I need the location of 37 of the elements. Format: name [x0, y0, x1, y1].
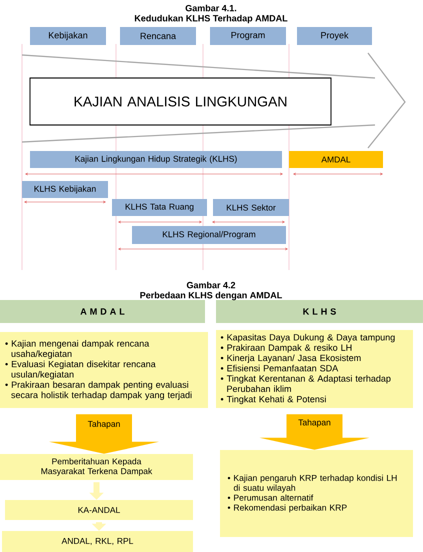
- list-item: • Rekomendasi perbaikan KRP: [228, 504, 347, 512]
- list-item: • Evaluasi Kegiatan disekitar rencana usulan/kegiatan: [5, 360, 156, 380]
- list-item: • Kapasitas Daya Dukung & Daya tampung: [220, 334, 395, 342]
- header-box: Proyek: [297, 27, 372, 45]
- edge-label: Tahapan: [86, 420, 122, 430]
- header-box: Program: [210, 27, 286, 45]
- step-box: KA-ANDAL: [5, 500, 193, 520]
- amdal-box: AMDAL: [289, 151, 383, 168]
- edge-label: Tahapan: [297, 418, 332, 428]
- list-item: • Tingkat Kehati & Potensi: [220, 396, 326, 404]
- section-header: A M D A L: [0, 300, 205, 323]
- section-header: K L H S: [216, 300, 423, 323]
- list-item: • Tingkat Kerentanan & Adaptasi terhadap Perubahan iklim: [220, 375, 390, 392]
- klhs-box: KLHS Tata Ruang: [112, 199, 207, 216]
- klhs-box: Kajian Lingkungan Hidup Strategik (KLHS): [30, 151, 282, 168]
- list-item: • Kajian pengaruh KRP terhadap kondisi LH di suatu wilayah: [228, 474, 397, 493]
- list-item: • Prakiraan besaran dampak penting evaluasi secara holistik terhadap dampak yang terjadi: [5, 381, 192, 400]
- header-box: Kebijakan: [30, 27, 106, 45]
- list-box: [220, 450, 413, 537]
- klhs-box: KLHS Kebijakan: [22, 181, 108, 198]
- list-box: [0, 332, 208, 408]
- title-box: KAJIAN ANALISIS LINGKUNGAN: [30, 78, 332, 126]
- list-item: • Efisiensi Pemanfaatan SDA: [220, 364, 338, 372]
- header-box: Rencana: [120, 27, 196, 45]
- figure-caption: Perbedaan KLHS dengan AMDAL: [140, 292, 282, 300]
- figure-caption: Gambar 4.1.: [186, 4, 236, 12]
- list-item: • Prakiraan Dampak & resiko LH: [220, 344, 352, 353]
- step-box: ANDAL, RKL, RPL: [2, 531, 193, 552]
- list-item: • Kinerja Layanan/ Jasa Ekosistem: [220, 354, 361, 363]
- klhs-box: KLHS Regional/Program: [132, 226, 286, 244]
- list-box: [216, 330, 413, 408]
- list-item: • Kajian mengenai dampak rencana usaha/kegiatan: [5, 340, 150, 359]
- figure-caption: Kedudukan KLHS Terhadap AMDAL: [134, 14, 288, 24]
- list-item: • Perumusan alternatif: [228, 494, 314, 501]
- figure-caption: Gambar 4.2: [186, 282, 236, 288]
- step-box: Pemberitahuan Kepada Masyarakat Terkena Dampak: [0, 454, 193, 480]
- klhs-box: KLHS Sektor: [213, 199, 289, 216]
